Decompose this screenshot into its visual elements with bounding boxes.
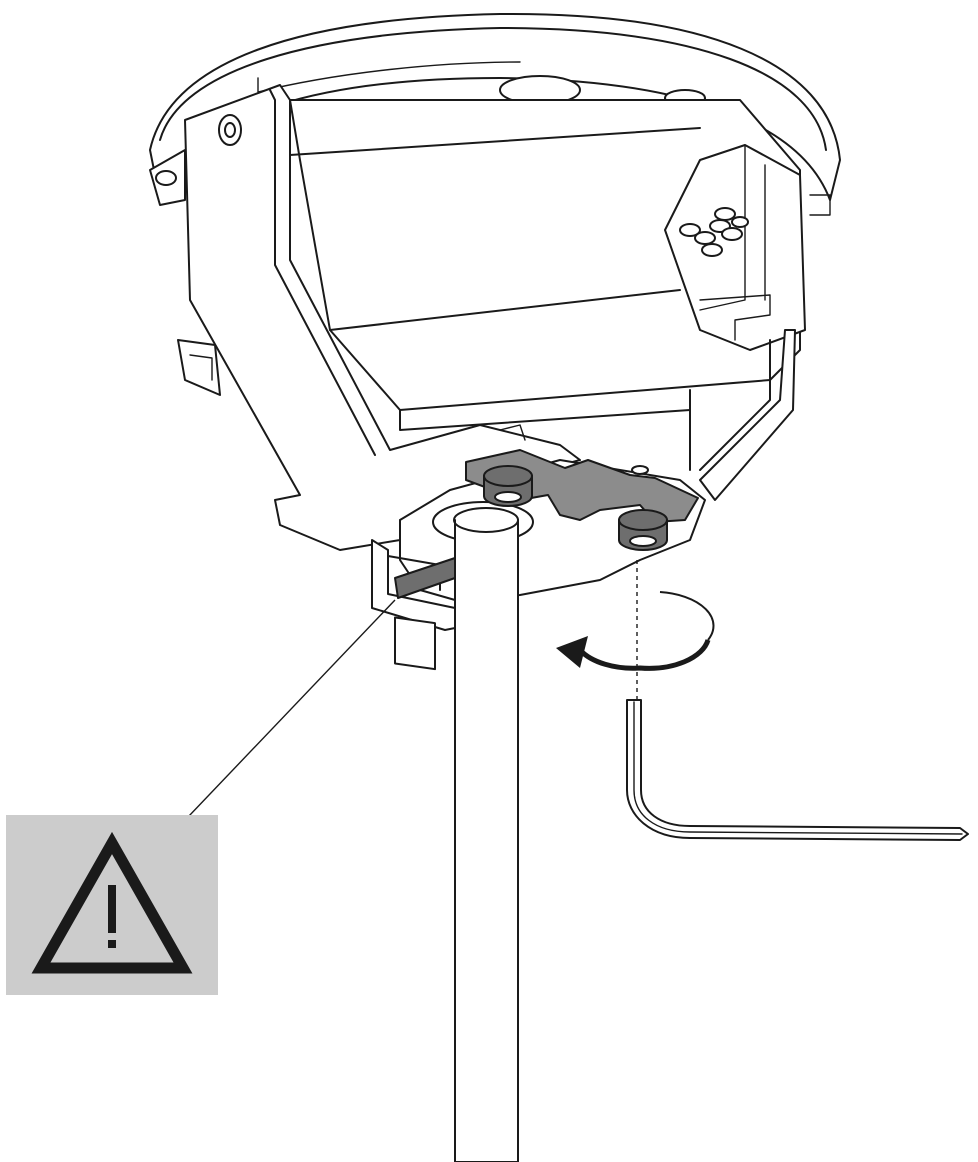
small-screw (631, 465, 649, 475)
leader-line (167, 599, 396, 839)
pipe-rod (432, 501, 534, 1162)
terminal-block (664, 144, 831, 351)
mount-box (289, 99, 801, 471)
counterclockwise-arrow-icon (556, 591, 715, 671)
right-bracket-arm (699, 329, 796, 501)
clamp-screw-right (618, 509, 668, 551)
left-clips (149, 149, 221, 396)
warning-triangle-icon (31, 831, 193, 974)
hex-key-icon (626, 699, 969, 841)
locking-bar (394, 557, 456, 599)
clamp-screw-left (483, 465, 533, 507)
